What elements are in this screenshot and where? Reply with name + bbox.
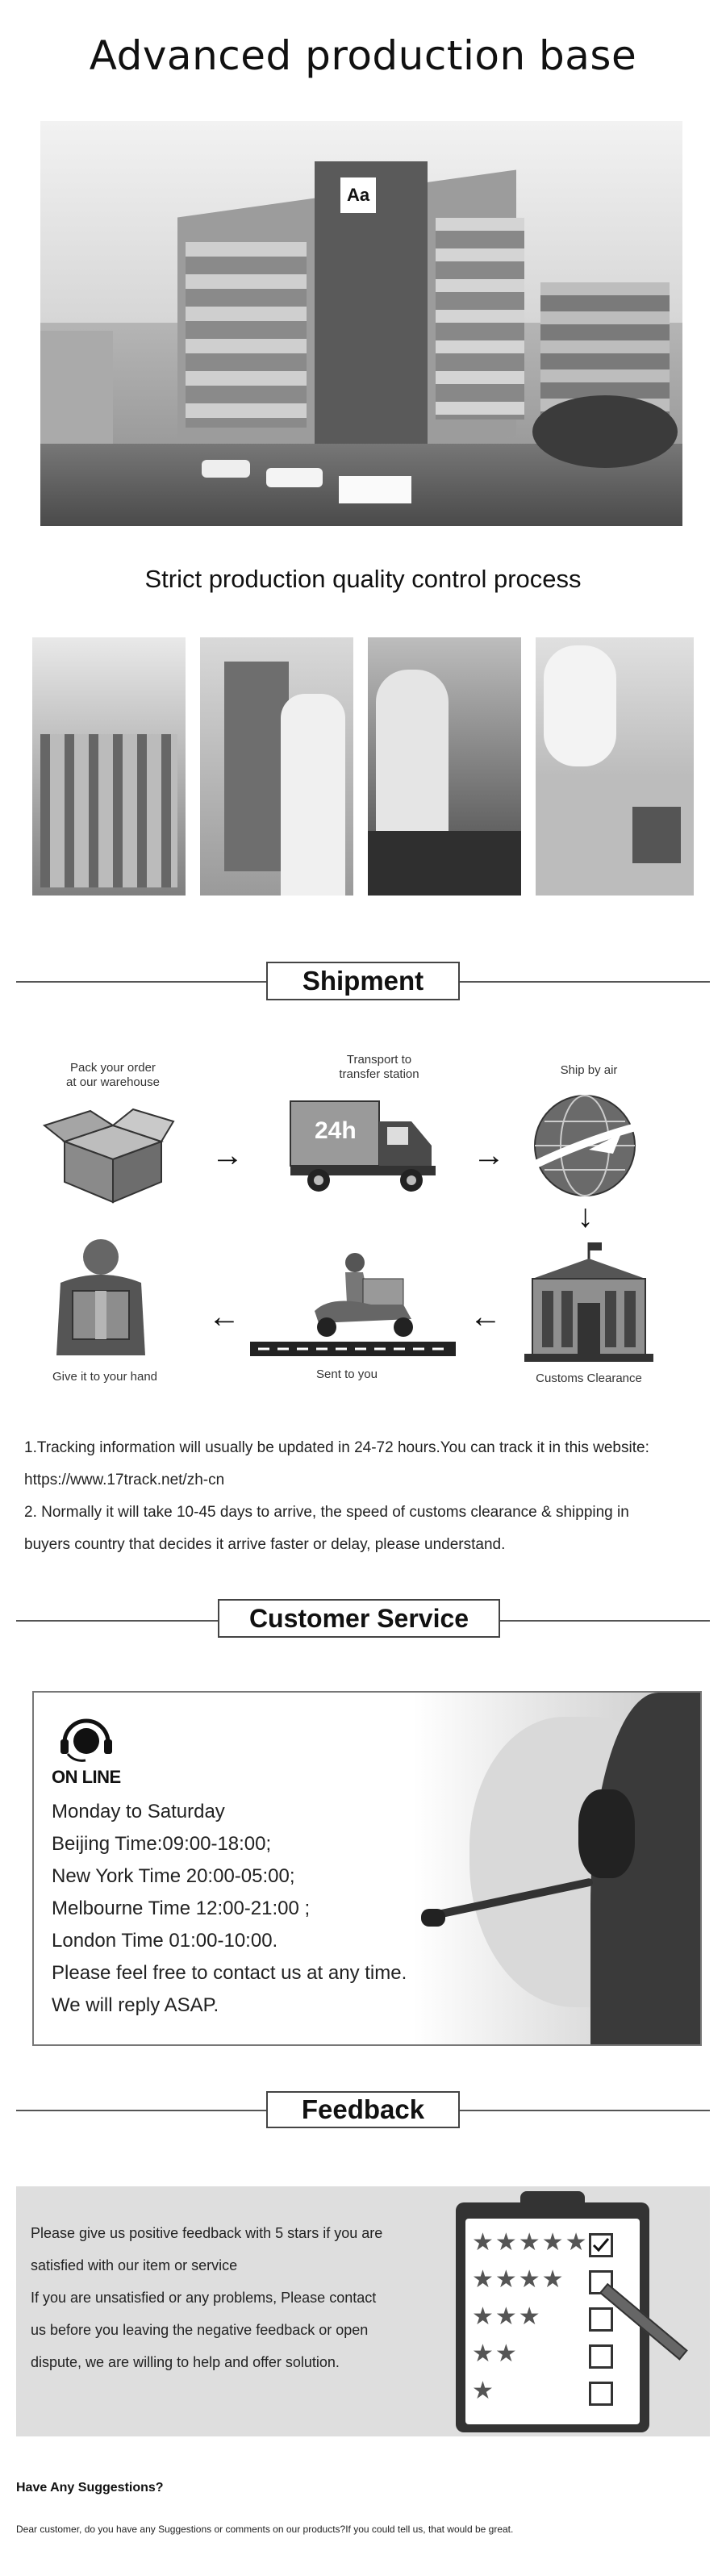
courier-holding-package-icon: [48, 1234, 153, 1363]
cs-divider-left: [16, 1620, 218, 1622]
checkbox-1-star[interactable]: [589, 2382, 613, 2406]
feedback-heading: Feedback: [266, 2091, 460, 2128]
feedback-line-1: Please give us positive feedback with 5 …: [31, 2225, 383, 2241]
box-icon: [40, 1101, 177, 1206]
scooter-courier-icon: [242, 1246, 464, 1359]
step-customs-label: Customs Clearance: [536, 1372, 642, 1385]
online-label: ON LINE: [52, 1767, 121, 1787]
factory-building-photo: Aa: [40, 121, 682, 526]
feedback-line-3: If you are unsatisfied or any problems, …: [31, 2290, 377, 2306]
feedback-panel: Please give us positive feedback with 5 …: [16, 2186, 710, 2436]
qc-photo-lab-bench: [368, 637, 521, 896]
clipboard-icon: ★★★★★ ★★★★ ★★★ ★★ ★: [456, 2191, 649, 2432]
feedback-divider-left: [16, 2110, 266, 2111]
arrow-left-icon: ←: [469, 1299, 502, 1334]
support-agent-photo: [413, 1693, 700, 2044]
feedback-line-5: dispute, we are willing to help and offe…: [31, 2354, 340, 2370]
rating-3-stars-icon: ★★★: [472, 2303, 542, 2330]
step-air-label: Ship by air: [560, 1063, 618, 1077]
arrow-down-icon: →: [573, 1202, 608, 1234]
customer-service-heading: Customer Service: [218, 1599, 500, 1638]
suggestions-heading: Have Any Suggestions?: [16, 2481, 164, 2495]
cs-contact-note: Please feel free to contact us at any ti…: [52, 1962, 407, 1984]
arrow-right-icon: →: [211, 1138, 244, 1173]
shipment-divider-left: [16, 981, 266, 983]
cs-newyork-time: New York Time 20:00-05:00;: [52, 1865, 295, 1887]
step-pack-label: Pack your order at our warehouse: [66, 1061, 160, 1089]
shipment-note-2a: 2. Normally it will take 10-45 days to a…: [24, 1504, 629, 1521]
checkbox-5-stars[interactable]: [589, 2233, 613, 2257]
feedback-line-2: satisfied with our item or service: [31, 2257, 238, 2273]
shipment-note-1: 1.Tracking information will usually be u…: [24, 1439, 649, 1456]
cs-melbourne-time: Melbourne Time 12:00-21:00 ;: [52, 1898, 311, 1919]
cs-reply-note: We will reply ASAP.: [52, 1994, 219, 2016]
qc-photo-test-chamber: [200, 637, 353, 896]
rating-5-stars-icon: ★★★★★: [472, 2229, 589, 2256]
headset-icon: [58, 1710, 115, 1767]
checkmark-icon: [592, 2238, 610, 2252]
cs-hours-days: Monday to Saturday: [52, 1801, 225, 1822]
step-transport-label: Transport to transfer station: [339, 1053, 419, 1081]
feedback-divider-right: [460, 2110, 710, 2111]
step-hand-label: Give it to your hand: [52, 1370, 158, 1384]
shipment-note-2b: buyers country that decides it arrive fa…: [24, 1536, 506, 1553]
arrow-left-icon: ←: [208, 1299, 240, 1334]
delivery-truck-icon: [282, 1093, 444, 1198]
quality-control-title: Strict production quality control proces…: [144, 565, 582, 593]
globe-airplane-icon: [516, 1089, 661, 1202]
rating-4-stars-icon: ★★★★: [472, 2266, 565, 2293]
customs-building-icon: [524, 1242, 653, 1363]
step-sent-label: Sent to you: [316, 1367, 378, 1381]
qc-photo-inspection: [536, 637, 694, 896]
shipment-heading: Shipment: [266, 962, 460, 1000]
rating-1-star-icon: ★: [472, 2378, 495, 2404]
cs-divider-right: [500, 1620, 710, 1622]
feedback-line-4: us before you leaving the negative feedb…: [31, 2322, 369, 2338]
tracking-link[interactable]: https://www.17track.net/zh-cn: [24, 1472, 225, 1488]
qc-photo-workshop: [32, 637, 186, 896]
cs-beijing-time: Beijing Time:09:00-18:00;: [52, 1833, 272, 1855]
cs-london-time: London Time 01:00-10:00.: [52, 1930, 278, 1952]
arrow-right-icon: →: [473, 1138, 505, 1173]
checkbox-2-stars[interactable]: [589, 2344, 613, 2369]
shipment-divider-right: [460, 981, 710, 983]
production-title: Advanced production base: [89, 32, 637, 79]
checkbox-3-stars[interactable]: [589, 2307, 613, 2332]
building-sign: Aa: [340, 177, 376, 213]
suggestions-text: Dear customer, do you have any Suggestio…: [16, 2524, 514, 2535]
rating-2-stars-icon: ★★: [472, 2340, 519, 2367]
customer-service-panel: ON LINE Monday to Saturday Beijing Time:…: [32, 1691, 702, 2046]
truck-24h-badge: 24h: [315, 1117, 357, 1144]
